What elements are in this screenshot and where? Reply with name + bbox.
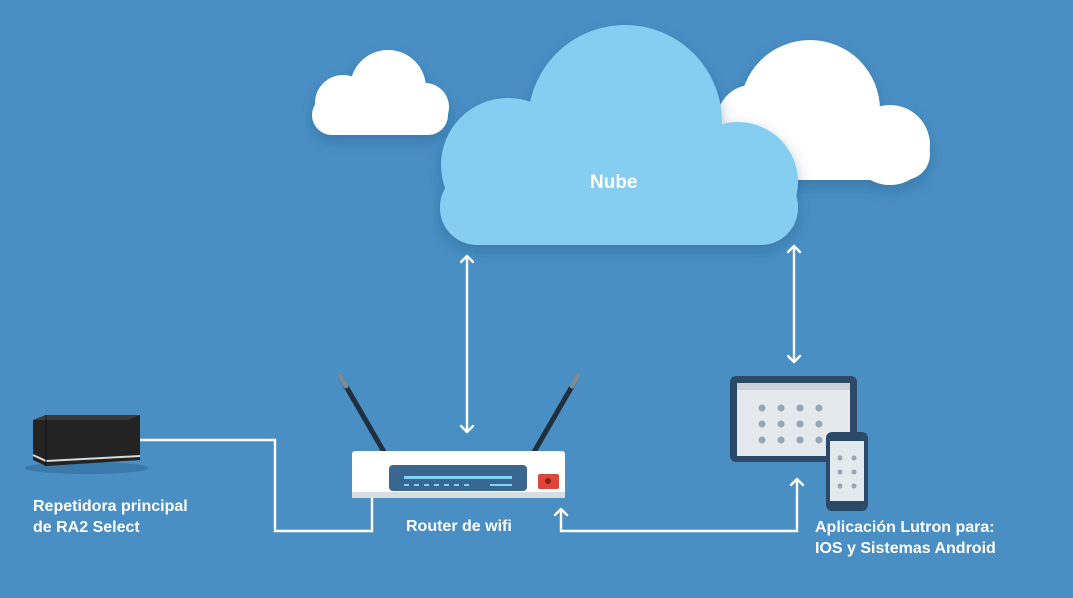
- router-app-arrow: [553, 477, 805, 533]
- small-cloud-icon: [312, 50, 449, 135]
- repeater-label-line-1: Repetidora principal: [33, 498, 188, 515]
- repeater-router-wire: [140, 438, 374, 533]
- phone-icon: [826, 432, 868, 511]
- router-label: Router de wifi: [406, 518, 512, 535]
- repeater-device-icon: [25, 415, 149, 474]
- main-cloud-icon: [440, 25, 798, 245]
- repeater-label-line-2: de RA2 Select: [33, 519, 140, 536]
- repeater-label: Repetidora principal de RA2 Select: [33, 496, 188, 538]
- cloud-label: Nube: [590, 172, 638, 193]
- app-label-line-2: IOS y Sistemas Android: [815, 540, 996, 557]
- app-label-line-1: Aplicación Lutron para:: [815, 519, 995, 536]
- router-device-icon: [337, 373, 581, 498]
- app-label: Aplicación Lutron para: IOS y Sistemas A…: [815, 517, 996, 559]
